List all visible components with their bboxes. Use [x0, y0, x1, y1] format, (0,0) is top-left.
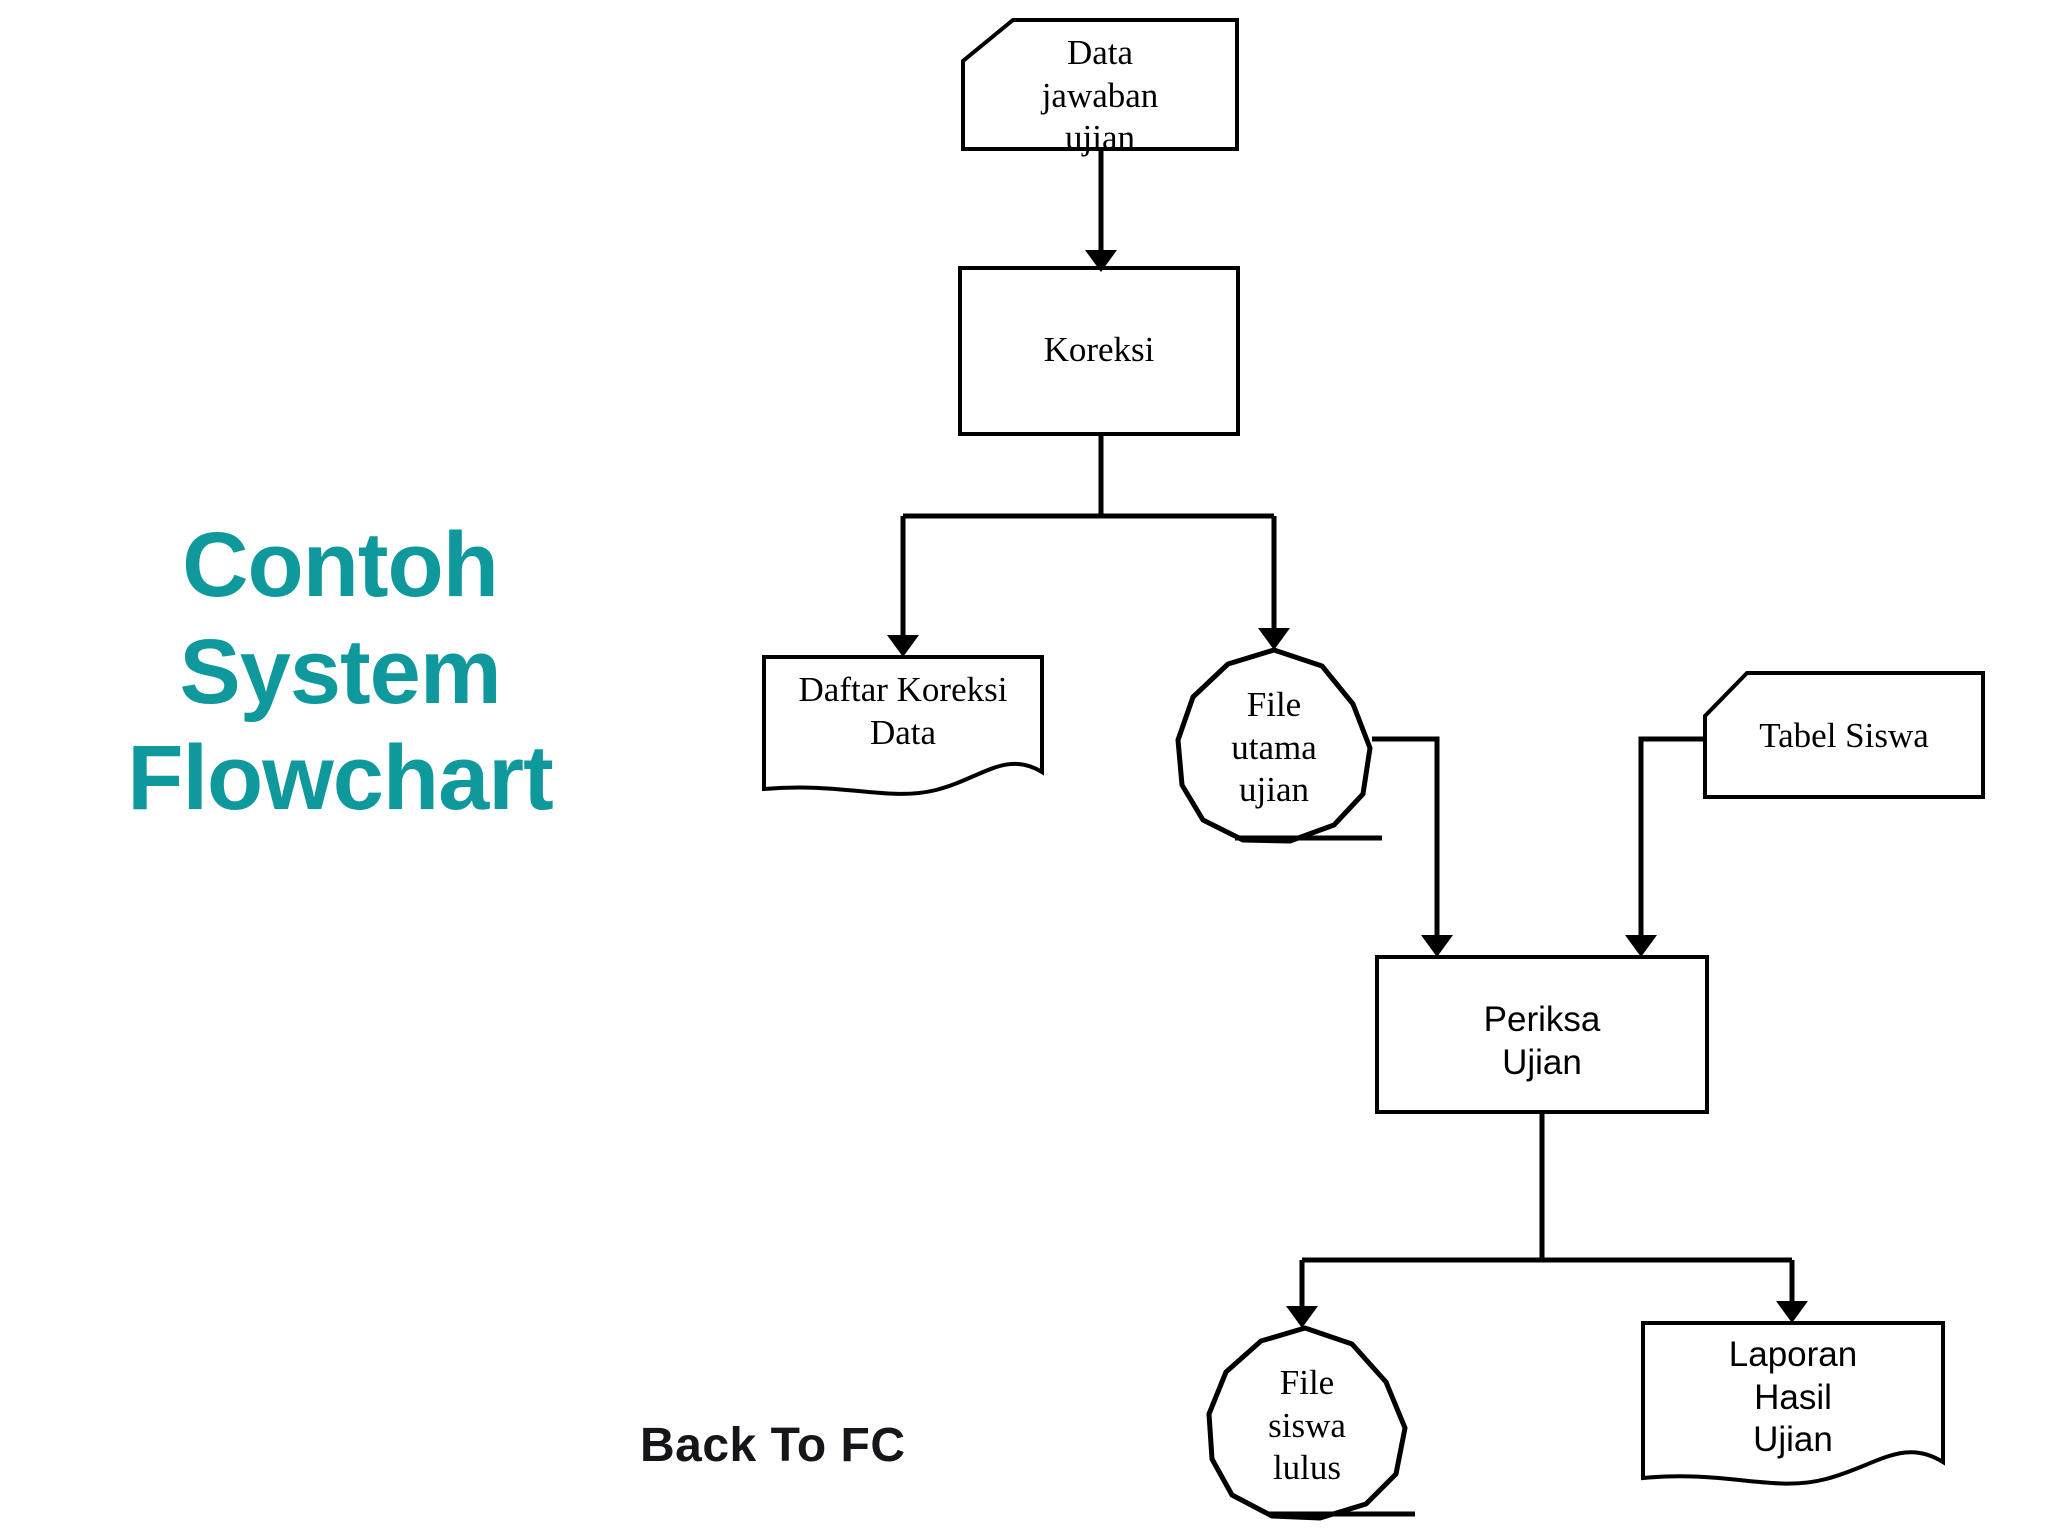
node-shape-daftar-koreksi-data[interactable]: [762, 655, 1044, 796]
connector-periksa-fork: [1286, 1112, 1808, 1328]
page-title: Contoh System Flowchart: [70, 512, 610, 832]
title-line-2: System: [179, 620, 501, 723]
title-line-1: Contoh: [182, 514, 499, 616]
node-shape-laporan-hasil-ujian[interactable]: [1641, 1321, 1945, 1486]
connector-koreksi-fork: [887, 434, 1290, 657]
connector-tabel-siswa-to-periksa: [1625, 736, 1705, 957]
connector-file-utama-to-periksa: [1372, 736, 1453, 957]
node-shape-file-siswa-lulus[interactable]: [1206, 1325, 1408, 1521]
node-shape-data-jawaban-ujian[interactable]: [961, 18, 1239, 151]
node-shape-periksa-ujian[interactable]: [1375, 955, 1709, 1114]
connector-data-to-koreksi: [1085, 149, 1117, 272]
back-to-fc-link[interactable]: Back To FC: [640, 1419, 906, 1472]
node-shape-tabel-siswa[interactable]: [1703, 671, 1985, 799]
node-shape-file-utama-ujian[interactable]: [1175, 647, 1373, 844]
title-line-3: Flowchart: [127, 727, 553, 830]
node-shape-koreksi[interactable]: [958, 266, 1240, 436]
